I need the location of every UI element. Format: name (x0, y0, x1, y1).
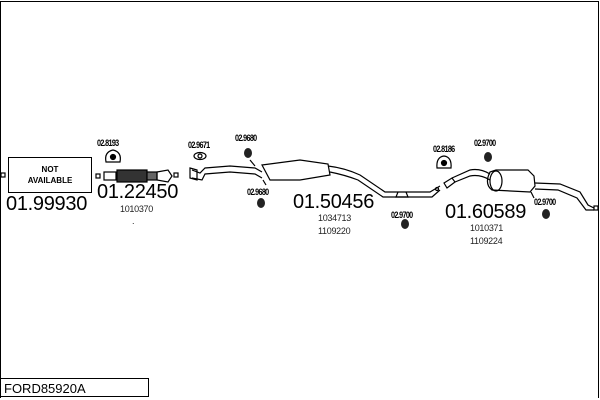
accessory-label[interactable]: 02.9700 (391, 210, 413, 220)
gasket-icon (193, 151, 207, 161)
accessory-label[interactable]: 02.8193 (97, 138, 119, 148)
rubber-mount-icon (401, 219, 409, 229)
connector-icon (0, 172, 6, 178)
not-available-text: NOT (41, 165, 59, 174)
clamp-icon (436, 155, 452, 169)
accessory-label[interactable]: 02.9700 (534, 197, 556, 207)
accessory-label[interactable]: 02.9680 (235, 133, 257, 143)
model-code-box: FORD85920A (0, 378, 149, 397)
not-available-text: AVAILABLE (27, 176, 73, 185)
part-ref: 1109220 (318, 226, 351, 236)
connector-icon (173, 172, 179, 178)
rubber-mount-icon (484, 152, 492, 162)
rubber-mount-icon (257, 198, 265, 208)
part-ref: 1109224 (470, 236, 503, 246)
part-number[interactable]: 01.60589 (445, 201, 527, 223)
rear-muffler-icon (434, 168, 595, 211)
not-available-box: NOT AVAILABLE (8, 157, 92, 193)
connector-icon (593, 205, 599, 211)
flex-pipe-icon (103, 169, 173, 183)
clamp-icon (105, 149, 121, 163)
part-ref: 1010371 (470, 223, 503, 233)
rubber-mount-icon (244, 148, 252, 158)
connector-icon (95, 173, 101, 179)
part-ref: 1034713 (318, 213, 351, 223)
part-number[interactable]: 01.50456 (293, 191, 375, 213)
rubber-mount-icon (542, 209, 550, 219)
rubber-mount-icons (244, 148, 550, 229)
accessory-label[interactable]: 02.8186 (433, 144, 455, 154)
accessory-label[interactable]: 02.9671 (188, 140, 210, 150)
accessory-label[interactable]: 02.9700 (474, 138, 496, 148)
part-number[interactable]: 01.99930 (6, 193, 88, 215)
mark: . (132, 216, 135, 226)
centre-muffler-icon (189, 159, 441, 198)
accessory-label[interactable]: 02.9680 (247, 187, 269, 197)
part-number[interactable]: 01.22450 (97, 181, 179, 203)
part-ref: 1010370 (120, 204, 153, 214)
